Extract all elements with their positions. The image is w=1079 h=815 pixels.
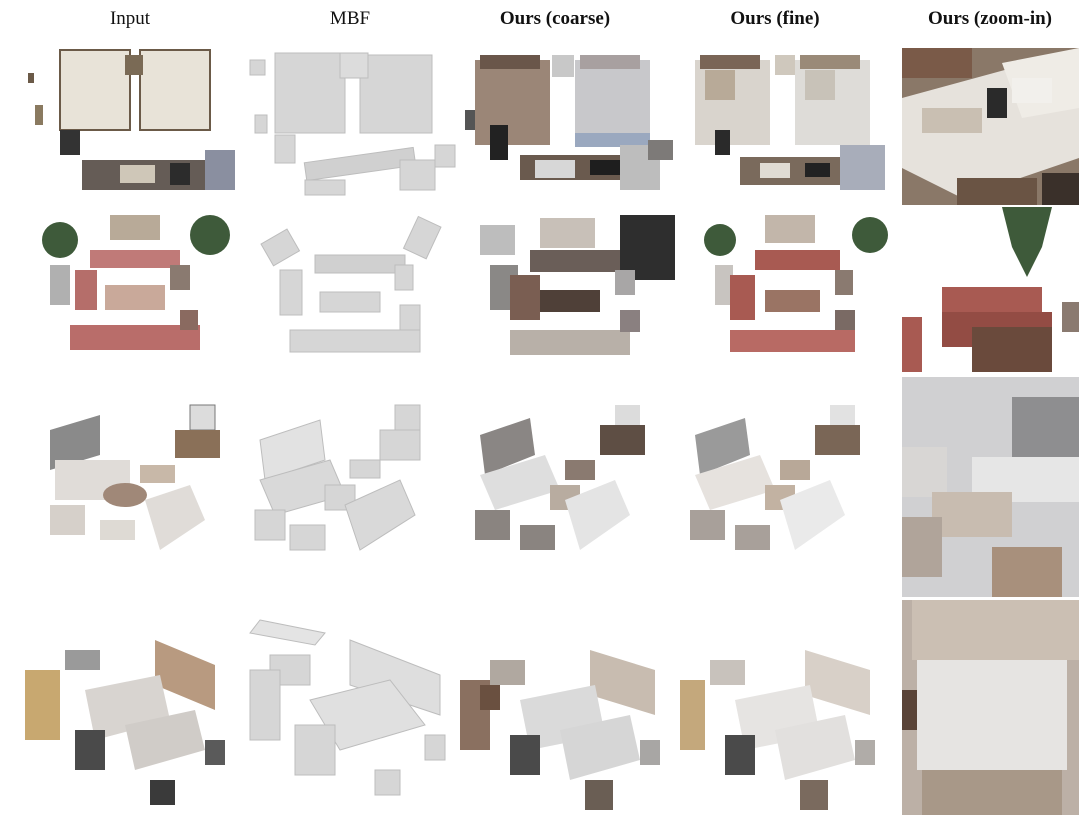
- row3-ours-fine-render: [680, 400, 885, 565]
- column-header-ours-fine: Ours (fine): [730, 8, 820, 29]
- column-header-mbf: MBF: [329, 8, 371, 29]
- row3-input-render: [40, 400, 240, 565]
- row3-ours-zoom-in-render: [902, 377, 1079, 597]
- row2-ours-fine-render: [695, 210, 895, 365]
- row3-mbf-render: [245, 400, 445, 565]
- column-header-ours-zoom-in: Ours (zoom-in): [927, 8, 1052, 29]
- row3-ours-coarse-render: [465, 400, 675, 565]
- row4-ours-coarse-render: [455, 640, 675, 815]
- row2-input-render: [30, 210, 245, 365]
- row4-ours-zoom-in-render: [902, 600, 1079, 815]
- row4-ours-fine-render: [675, 640, 895, 815]
- row1-ours-coarse-render: [460, 45, 685, 205]
- row4-input-render: [20, 620, 235, 810]
- row1-ours-fine-render: [680, 45, 900, 205]
- row4-mbf-render: [240, 615, 455, 810]
- row1-input-render: [20, 45, 250, 205]
- row2-mbf-render: [255, 210, 455, 365]
- column-header-input: Input: [109, 8, 151, 29]
- row1-mbf-render: [245, 45, 465, 205]
- row2-ours-zoom-in-render: [902, 207, 1079, 372]
- row2-ours-coarse-render: [470, 210, 690, 365]
- column-header-ours-coarse: Ours (coarse): [499, 8, 611, 29]
- row1-ours-zoom-in-render: [902, 48, 1079, 205]
